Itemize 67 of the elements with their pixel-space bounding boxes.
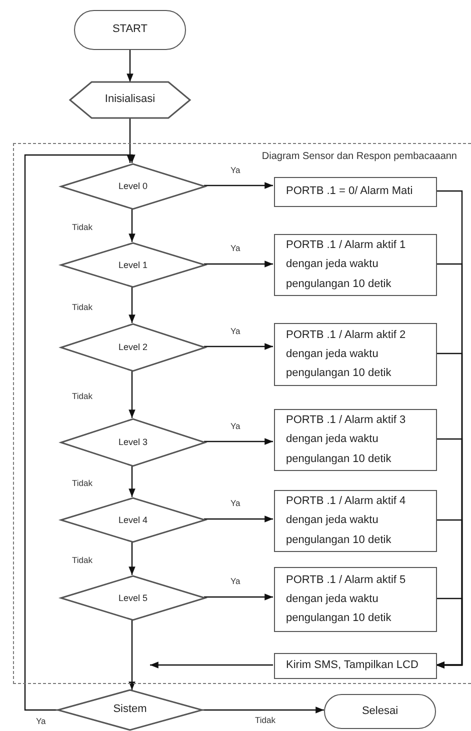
decision-diamond <box>58 690 202 730</box>
arrow <box>24 154 136 711</box>
arrow <box>128 208 136 242</box>
arrow <box>202 706 324 714</box>
edge-label: Ya <box>36 717 46 726</box>
arrow <box>128 541 136 575</box>
decision-diamond <box>61 576 205 620</box>
arrow <box>126 50 134 82</box>
edge-label: Ya <box>230 499 240 508</box>
node-text: Sistem <box>113 703 147 717</box>
terminal-shape <box>74 10 186 50</box>
node-text: Inisialisasi <box>104 93 156 107</box>
arrow <box>204 182 273 189</box>
edge-label: Ya <box>230 422 240 430</box>
edge-label: Tidak <box>255 716 276 724</box>
node-text: Level 2 <box>118 342 148 353</box>
node-text: PORTB .1 / Alarm aktif 5 dengan jeda waktu pengulangan 10 detik <box>286 572 407 626</box>
edge-label: Tidak <box>72 302 92 311</box>
terminal-shape <box>324 694 436 729</box>
node-text: Level 1 <box>118 260 148 270</box>
preparation-hexagon <box>70 82 190 118</box>
arrow <box>126 118 134 163</box>
process-box <box>274 234 437 296</box>
arrow <box>128 370 136 418</box>
node-text: Level 0 <box>118 181 148 192</box>
group-title: Diagram Sensor dan Respon pembacaaann <box>262 151 457 162</box>
node-text: Level 4 <box>118 514 148 526</box>
edge-label: Tidak <box>72 556 92 564</box>
arrow <box>128 619 136 690</box>
node-text: PORTB .1 / Alarm aktif 1 dengan jeda waktu pengulangan 10 detik <box>286 238 407 292</box>
arrow <box>204 438 273 445</box>
arrow <box>436 598 463 668</box>
process-box <box>274 177 437 207</box>
process-box <box>274 653 437 679</box>
edge-label: Tidak <box>72 392 92 400</box>
decision-diamond <box>61 243 205 287</box>
node-text: PORTB .1 / Alarm aktif 4 dengan jeda waktu pengulangan 10 detik <box>286 494 407 548</box>
node-text: Selesai <box>362 704 398 718</box>
node-text: Level 3 <box>118 437 148 448</box>
node-text: Level 5 <box>118 592 148 604</box>
arrow <box>204 260 273 268</box>
edge-label: Tidak <box>72 479 92 488</box>
edge-label: Ya <box>230 244 240 252</box>
arrow <box>204 343 273 350</box>
node-text: Kirim SMS, Tampilkan LCD <box>286 659 418 673</box>
decision-diamond <box>61 164 205 209</box>
process-box <box>274 490 437 552</box>
dashed-group-frame <box>13 143 471 684</box>
edge-label: Ya <box>230 326 240 335</box>
edge-label: Tidak <box>72 223 92 232</box>
arrow <box>128 286 136 323</box>
arrow <box>204 516 273 522</box>
arrow <box>150 662 273 668</box>
process-box <box>274 409 437 471</box>
decision-diamond <box>61 419 205 466</box>
decision-diamond <box>61 498 205 542</box>
node-text: PORTB .1 / Alarm aktif 2 dengan jeda waktu pengulangan 10 detik <box>286 328 407 382</box>
process-box <box>274 567 437 632</box>
decision-diamond <box>61 324 205 371</box>
node-text: START <box>112 23 148 37</box>
edge-label: Ya <box>230 577 240 586</box>
arrow <box>204 594 273 600</box>
arrow <box>128 465 136 497</box>
process-box <box>274 323 437 386</box>
node-text: PORTB .1 / Alarm aktif 3 dengan jeda waktu pengulangan 10 detik <box>286 413 407 467</box>
node-text: PORTB .1 = 0/ Alarm Mati <box>286 185 413 199</box>
edge-label: Ya <box>230 166 240 174</box>
